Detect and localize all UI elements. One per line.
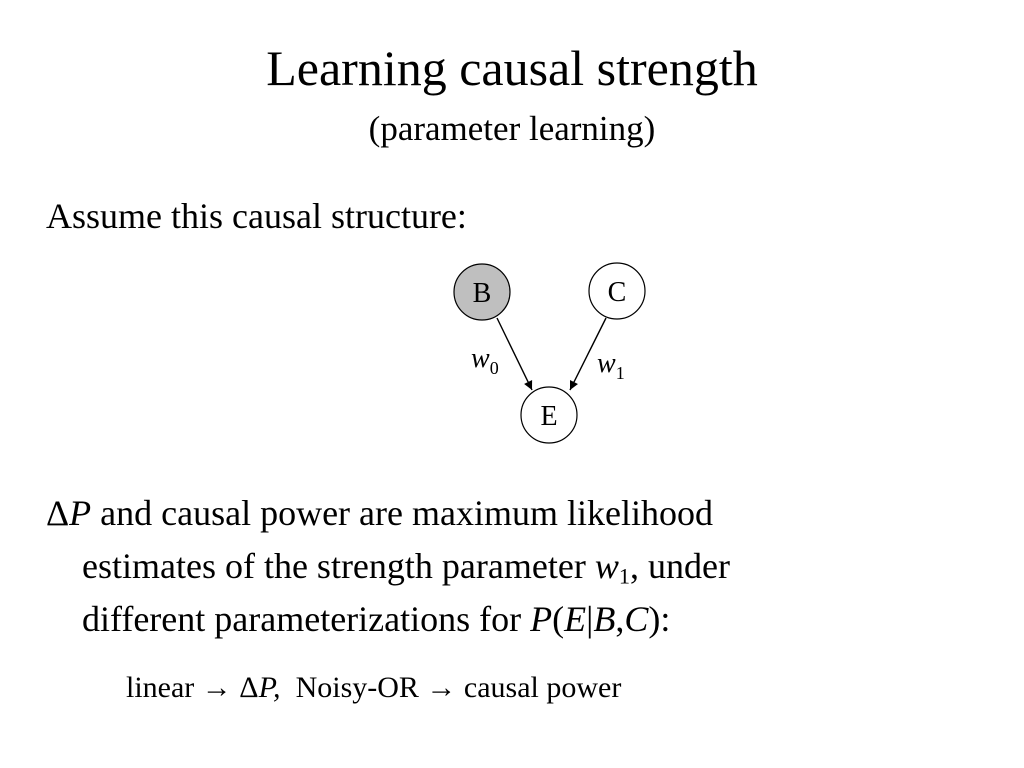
expr-e: E	[564, 599, 587, 639]
line1-text: and causal power are maximum likelihood	[91, 493, 713, 533]
expr-bar: |	[586, 599, 594, 639]
conclusion-delta: Δ	[231, 671, 259, 704]
intro-text: Assume this causal structure:	[46, 196, 467, 236]
paragraph-line-1: ΔP and causal power are maximum likeliho…	[46, 487, 976, 540]
edge-c-to-e	[569, 317, 607, 391]
node-b-label: B	[473, 278, 492, 309]
italic-p: P	[69, 493, 92, 533]
paragraph-line-2: estimates of the strength parameter w1, …	[46, 540, 976, 593]
expr-close-paren: ):	[648, 599, 671, 639]
edge-weight-w1-sub: 1	[616, 363, 625, 383]
linear-label: linear	[126, 671, 202, 704]
line2-rest: , under	[629, 546, 730, 586]
edge-weight-w0-letter: w	[471, 343, 490, 374]
edge-weight-w1-letter: w	[597, 348, 616, 379]
strength-parameter-subscript: 1	[618, 563, 630, 589]
edge-weight-w1: w1	[597, 348, 625, 383]
conclusion-line: linear → ΔP, Noisy-OR → causal power	[126, 668, 621, 708]
slide-title: Learning causal strength	[266, 40, 758, 96]
node-c-label: C	[608, 277, 627, 308]
right-arrow-icon: →	[201, 671, 232, 704]
strength-parameter-w: w	[594, 546, 619, 586]
expr-c: C	[624, 599, 649, 639]
line2-text: estimates of the strength parameter	[82, 546, 595, 586]
main-paragraph: ΔP and causal power are maximum likeliho…	[46, 487, 976, 646]
node-e: E	[520, 386, 578, 444]
delta-symbol: Δ	[46, 493, 70, 533]
expr-open-paren: (	[552, 599, 565, 639]
edge-weight-w0: w0	[471, 343, 499, 378]
node-e-label: E	[540, 401, 557, 432]
slide-subtitle: (parameter learning)	[368, 109, 656, 148]
conclusion-p: P,	[258, 671, 281, 704]
expr-p: P	[530, 599, 553, 639]
node-b-circle	[453, 263, 511, 321]
node-c-circle	[588, 262, 646, 320]
node-c: C	[588, 262, 646, 320]
paragraph-line-3: different parameterizations for P(E|B,C)…	[46, 593, 976, 646]
right-arrow-icon-2: →	[426, 671, 457, 704]
node-e-circle	[520, 386, 578, 444]
line3-text: different parameterizations for	[82, 599, 531, 639]
noisy-or-label: Noisy-OR	[280, 671, 427, 704]
edge-b-to-e	[496, 317, 533, 391]
node-b: B	[453, 263, 511, 321]
expr-comma: ,	[615, 599, 625, 639]
edge-weight-w0-sub: 0	[490, 358, 499, 378]
causal-power-label: causal power	[456, 671, 622, 704]
expr-b: B	[593, 599, 616, 639]
